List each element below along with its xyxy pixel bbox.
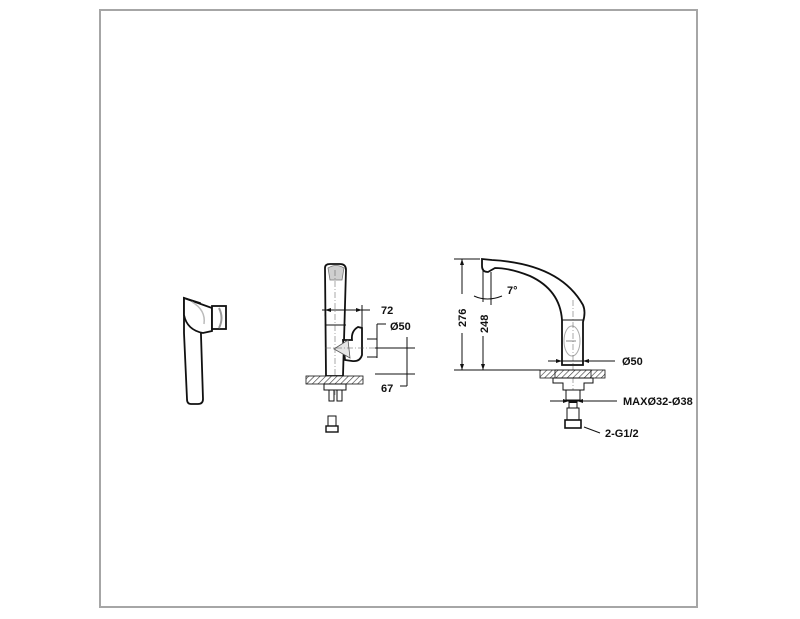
drawing-frame xyxy=(99,9,698,608)
dim-67: 67 xyxy=(381,383,393,395)
handle-side-view xyxy=(183,296,227,405)
dim-angle-7: 7° xyxy=(507,285,518,297)
dim-connection-g12: 2-G1/2 xyxy=(605,428,639,440)
dim-248: 248 xyxy=(479,315,491,333)
dim-hole-diameter: MAXØ32-Ø38 xyxy=(623,396,693,408)
front-view: 72 Ø50 67 xyxy=(305,263,415,433)
dim-diameter-50: Ø50 xyxy=(390,321,411,333)
dim-base-diameter-50: Ø50 xyxy=(622,356,643,368)
dim-276: 276 xyxy=(457,309,469,327)
side-view: 276 248 7° Ø50 MAXØ32-Ø38 2-G1/2 xyxy=(454,258,693,440)
dim-72: 72 xyxy=(381,305,393,317)
